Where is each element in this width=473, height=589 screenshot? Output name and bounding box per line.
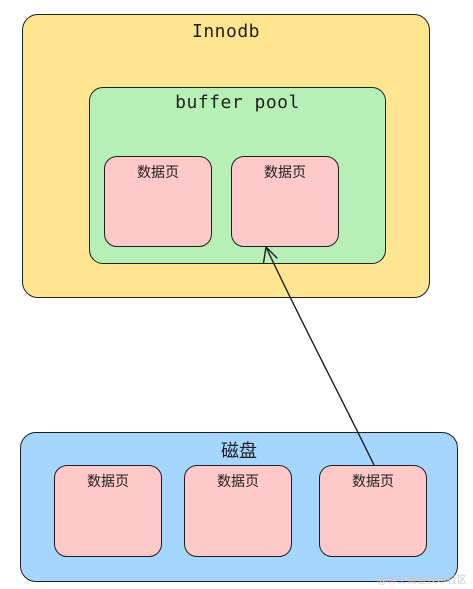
- buffer-pool-page: 数据页: [231, 156, 339, 247]
- watermark: @稀土掘金技术社区: [377, 575, 467, 586]
- page-label: 数据页: [264, 165, 306, 181]
- page-label: 数据页: [87, 474, 129, 490]
- disk-page: 数据页: [184, 465, 292, 557]
- buffer-pool-page: 数据页: [104, 156, 212, 247]
- buffer-pool-title: buffer pool: [175, 92, 300, 113]
- disk-title: 磁盘: [221, 441, 257, 462]
- page-label: 数据页: [137, 165, 179, 181]
- innodb-title: Innodb: [191, 21, 261, 42]
- page-label: 数据页: [352, 474, 394, 490]
- disk-page: 数据页: [319, 465, 427, 557]
- disk-page: 数据页: [54, 465, 162, 557]
- page-label: 数据页: [217, 474, 259, 490]
